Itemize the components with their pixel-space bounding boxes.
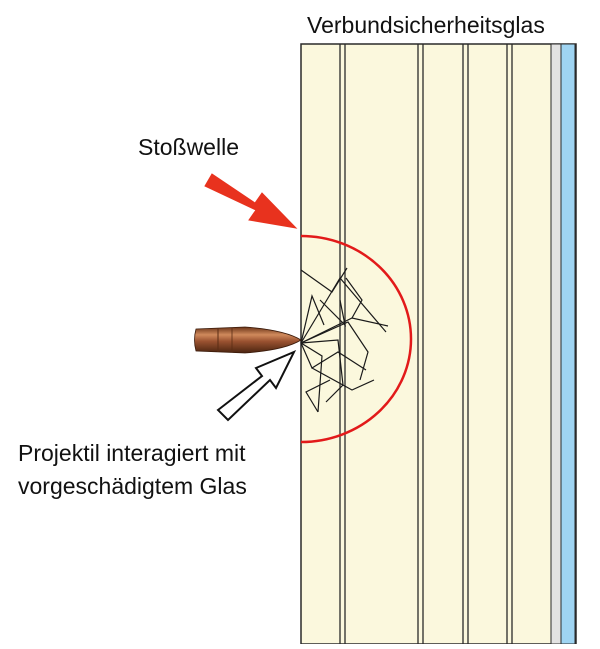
crack-network (300, 267, 389, 413)
diagram-title: Verbundsicherheitsglas (307, 12, 545, 38)
projectile-label-line1: Projektil interagiert mit (18, 440, 246, 466)
crack-line (319, 299, 346, 327)
crack-line (345, 277, 363, 319)
pane-separators (339, 44, 513, 644)
shockwave-arc (301, 234, 413, 444)
glass-body (300, 43, 577, 645)
crack-line (311, 367, 375, 391)
projectile-label: Projektil interagiert mit vorgeschädigte… (18, 437, 247, 503)
backing-blue-layer (560, 43, 576, 645)
backing-gray-layer (550, 43, 562, 645)
crack-line (300, 276, 387, 344)
outline-arrow-icon (216, 350, 297, 422)
bullet-icon (194, 326, 302, 354)
crack-line (300, 339, 344, 403)
crack-line (300, 342, 367, 371)
crack-line (300, 294, 325, 344)
crack-line (305, 379, 331, 413)
crack-line (300, 321, 369, 381)
projectile-label-line2: vorgeschädigtem Glas (18, 473, 247, 499)
crack-line (300, 342, 323, 413)
red-arrow-icon (204, 173, 298, 229)
shockwave-label: Stoßwelle (138, 134, 239, 160)
